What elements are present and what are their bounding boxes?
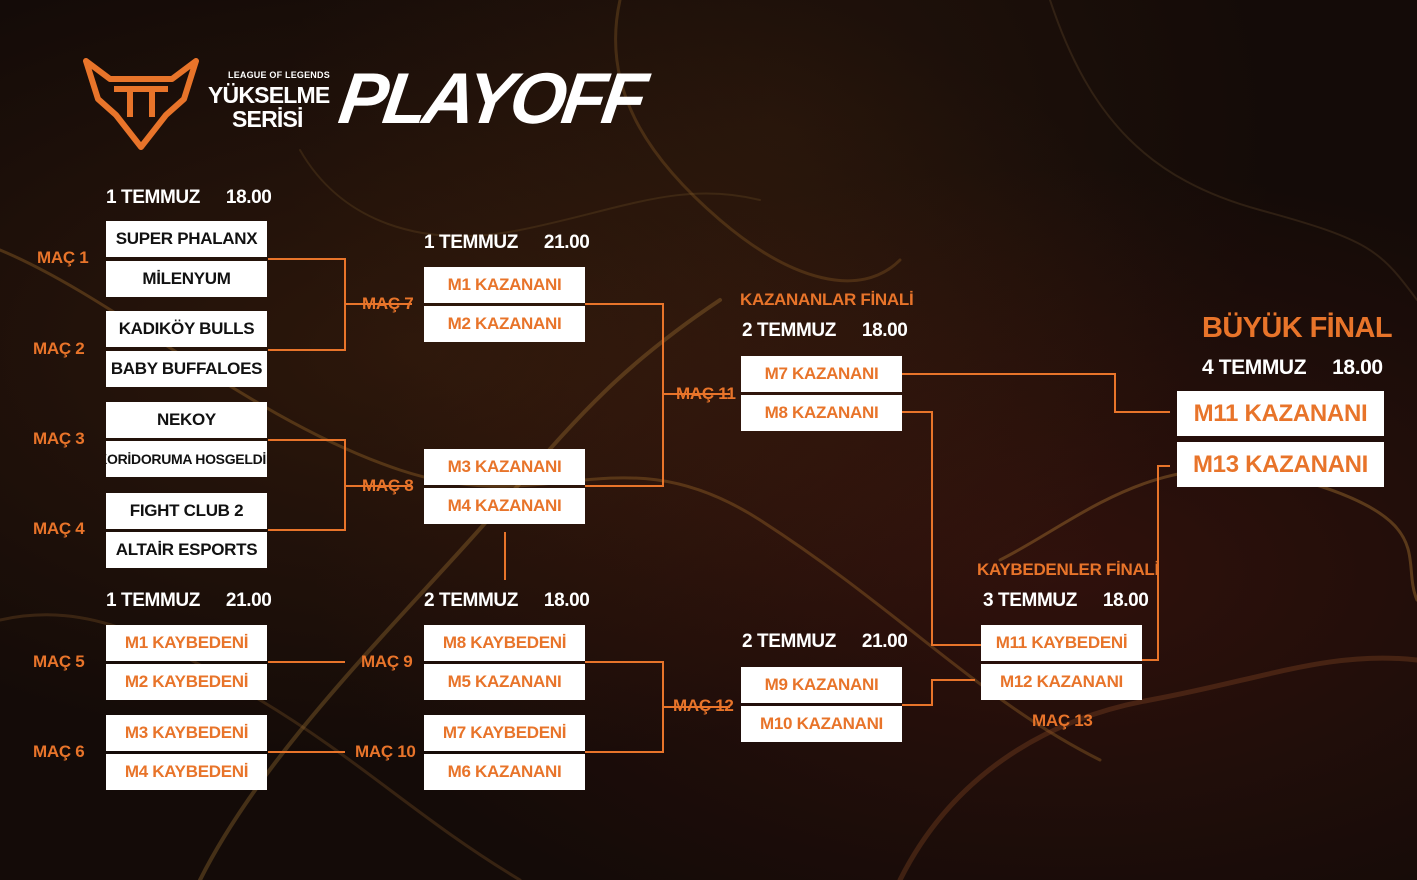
date-time: 18.00 [1102, 590, 1149, 611]
date-day: 2 TEMMUZ [742, 320, 836, 341]
date-day: 4 TEMMUZ [1202, 356, 1307, 379]
date-lfinal: 3 TEMMUZ 18.00 [983, 590, 1149, 612]
date-r1-upper: 1 TEMMUZ 18.00 [106, 187, 272, 209]
page-title: PLAYOFF [334, 59, 649, 139]
team-slot[interactable]: M11 KAYBEDENİ [981, 625, 1142, 661]
team-slot[interactable]: M12 KAZANANI [981, 664, 1142, 700]
team-slot[interactable]: KADIKÖY BULLS [106, 311, 267, 347]
match-label-6: MAÇ 6 [33, 742, 85, 761]
match-label-9: MAÇ 9 [361, 652, 413, 671]
winners-final-title: KAZANANLAR FİNALİ [740, 290, 914, 309]
team-slot[interactable]: M2 KAZANANI [424, 306, 585, 342]
team-slot[interactable]: M5 KAZANANI [424, 664, 585, 700]
team-slot[interactable]: M7 KAZANANI [741, 356, 902, 392]
date-day: 1 TEMMUZ [424, 232, 518, 253]
date-time: 21.00 [861, 631, 908, 652]
team-slot[interactable]: M8 KAYBEDENİ [424, 625, 585, 661]
losers-final-title: KAYBEDENLER FİNALİ [977, 560, 1159, 579]
date-r3-lower: 2 TEMMUZ 21.00 [742, 631, 908, 653]
date-r2-lower: 2 TEMMUZ 18.00 [424, 590, 590, 612]
date-time: 21.00 [225, 590, 272, 611]
match-label-8: MAÇ 8 [362, 476, 414, 495]
team-slot[interactable]: M8 KAZANANI [741, 395, 902, 431]
team-slot[interactable]: M3 KAYBEDENİ [106, 715, 267, 751]
team-slot[interactable]: M6 KAZANANI [424, 754, 585, 790]
date-day: 1 TEMMUZ [106, 187, 200, 208]
date-time: 21.00 [543, 232, 590, 253]
date-r1-lower: 1 TEMMUZ 21.00 [106, 590, 272, 612]
team-slot[interactable]: FIGHT CLUB 2 [106, 493, 267, 529]
team-slot[interactable]: KORİDORUMA HOSGELDİN [106, 441, 267, 477]
match-label-13: MAÇ 13 [1032, 711, 1093, 730]
date-r2-upper: 1 TEMMUZ 21.00 [424, 232, 590, 254]
team-slot[interactable]: MİLENYUM [106, 261, 267, 297]
match-label-4: MAÇ 4 [33, 519, 85, 538]
team-slot[interactable]: M1 KAZANANI [424, 267, 585, 303]
team-slot[interactable]: NEKOY [106, 402, 267, 438]
match-label-10: MAÇ 10 [355, 742, 416, 761]
series-name-line1: YÜKSELME [208, 82, 330, 108]
match-label-2: MAÇ 2 [33, 339, 85, 358]
team-slot[interactable]: M11 KAZANANI [1177, 391, 1384, 436]
team-slot[interactable]: SUPER PHALANX [106, 221, 267, 257]
team-slot[interactable]: M10 KAZANANI [741, 706, 902, 742]
date-wfinal: 2 TEMMUZ 18.00 [742, 320, 908, 342]
team-slot[interactable]: ALTAİR ESPORTS [106, 532, 267, 568]
match-label-1: MAÇ 1 [37, 248, 89, 267]
date-gfinal: 4 TEMMUZ 18.00 [1202, 356, 1383, 380]
team-slot[interactable]: BABY BUFFALOES [106, 351, 267, 387]
date-day: 2 TEMMUZ [742, 631, 836, 652]
team-slot[interactable]: M13 KAZANANI [1177, 442, 1384, 487]
league-logo-icon [83, 58, 199, 150]
team-slot[interactable]: M9 KAZANANI [741, 667, 902, 703]
date-time: 18.00 [543, 590, 590, 611]
date-day: 2 TEMMUZ [424, 590, 518, 611]
date-day: 3 TEMMUZ [983, 590, 1077, 611]
team-slot[interactable]: M7 KAYBEDENİ [424, 715, 585, 751]
match-label-11: MAÇ 11 [676, 384, 736, 403]
league-name: LEAGUE OF LEGENDS [228, 70, 330, 80]
match-label-5: MAÇ 5 [33, 652, 85, 671]
match-label-3: MAÇ 3 [33, 429, 85, 448]
date-time: 18.00 [1332, 356, 1383, 379]
date-time: 18.00 [225, 187, 272, 208]
team-slot[interactable]: M1 KAYBEDENİ [106, 625, 267, 661]
team-slot[interactable]: M3 KAZANANI [424, 449, 585, 485]
date-day: 1 TEMMUZ [106, 590, 200, 611]
match-label-7: MAÇ 7 [362, 294, 414, 313]
team-slot[interactable]: M4 KAZANANI [424, 488, 585, 524]
team-slot[interactable]: M4 KAYBEDENİ [106, 754, 267, 790]
date-time: 18.00 [861, 320, 908, 341]
match-label-12: MAÇ 12 [673, 696, 734, 715]
grand-final-title: BÜYÜK FİNAL [1202, 312, 1393, 344]
team-slot[interactable]: M2 KAYBEDENİ [106, 664, 267, 700]
series-name-line2: SERİSİ [232, 106, 303, 132]
